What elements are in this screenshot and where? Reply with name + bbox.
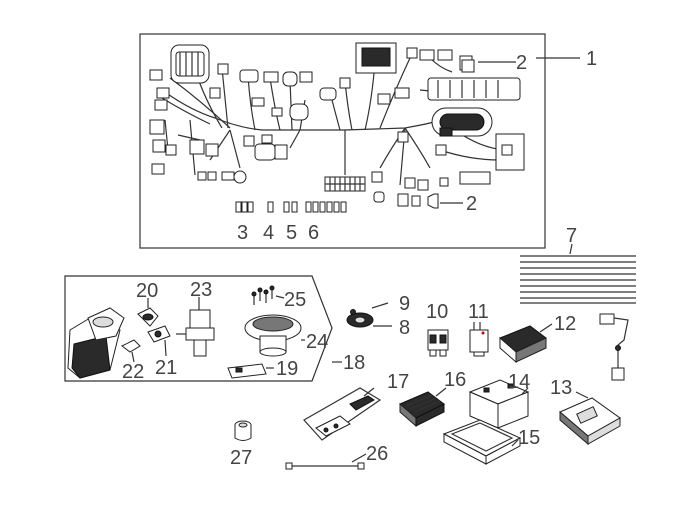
callout-7: 7 bbox=[566, 225, 577, 247]
part-25-screws bbox=[251, 285, 285, 305]
part-10 bbox=[427, 329, 449, 357]
callout-1: 1 bbox=[586, 48, 597, 70]
part-19 bbox=[227, 363, 274, 379]
callout-24: 24 bbox=[306, 331, 328, 353]
part-26-cable bbox=[285, 453, 367, 470]
part-23 bbox=[176, 297, 215, 357]
callout-9: 9 bbox=[399, 293, 410, 315]
part-22 bbox=[121, 339, 141, 363]
part-21 bbox=[147, 325, 171, 357]
harness-frame bbox=[139, 33, 546, 249]
sensor-with-cable bbox=[599, 313, 629, 381]
part-11 bbox=[469, 322, 489, 357]
callout-10: 10 bbox=[426, 301, 448, 323]
callout-23: 23 bbox=[190, 279, 212, 301]
part-20 bbox=[137, 298, 159, 327]
callout-20: 20 bbox=[136, 280, 158, 302]
callout-18: 18 bbox=[343, 352, 365, 374]
part-17 bbox=[303, 387, 382, 441]
part-8-9 bbox=[346, 302, 392, 328]
part-16 bbox=[399, 387, 447, 428]
callout-16: 16 bbox=[444, 369, 466, 391]
callout-8: 8 bbox=[399, 317, 410, 339]
callout-3: 3 bbox=[237, 222, 248, 244]
callout-12: 12 bbox=[554, 313, 576, 335]
part-18-group bbox=[64, 275, 342, 382]
callout-26: 26 bbox=[366, 443, 388, 465]
part-14-15 bbox=[442, 379, 530, 465]
harness-connectors bbox=[149, 42, 525, 209]
callout-4: 4 bbox=[263, 222, 274, 244]
callout-17: 17 bbox=[387, 371, 409, 393]
callout-2-top: 2 bbox=[516, 52, 527, 74]
callout-numbers: 1 2 2 3 4 5 6 7 8 9 10 11 12 13 14 15 16… bbox=[122, 48, 597, 469]
terminal-groups bbox=[235, 201, 347, 213]
part-7-cable-bundle bbox=[520, 243, 636, 304]
callout-22: 22 bbox=[122, 361, 144, 383]
callout-13: 13 bbox=[550, 377, 572, 399]
callout-6: 6 bbox=[308, 222, 319, 244]
callout-5: 5 bbox=[286, 222, 297, 244]
part-13 bbox=[559, 391, 621, 446]
callout-15: 15 bbox=[518, 427, 540, 449]
callout-21: 21 bbox=[155, 357, 177, 379]
wiring-harness-group bbox=[139, 33, 580, 249]
callout-11: 11 bbox=[468, 301, 489, 323]
ignition-switch-body bbox=[67, 307, 125, 379]
callout-27: 27 bbox=[230, 447, 252, 469]
callout-2-bottom: 2 bbox=[466, 193, 477, 215]
callout-19: 19 bbox=[276, 358, 298, 380]
part-27 bbox=[234, 420, 252, 441]
part-24 bbox=[244, 314, 305, 357]
part-12 bbox=[499, 323, 553, 364]
callout-14: 14 bbox=[508, 371, 530, 393]
callout-25: 25 bbox=[284, 289, 306, 311]
